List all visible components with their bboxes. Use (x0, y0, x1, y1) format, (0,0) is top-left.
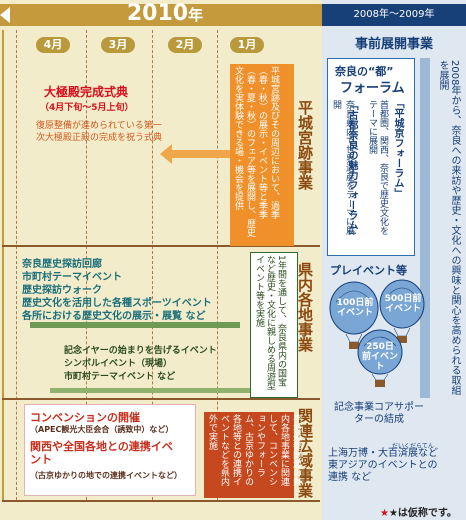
pre-period-header: 2008年〜2009年 (322, 4, 466, 26)
kennai-arrow (30, 322, 240, 328)
month-march: 3月 (101, 37, 135, 53)
expo-text: 上海万博・大百済展など東アジアのイベントとの連携 など (328, 448, 438, 483)
year-arrow-left (0, 7, 10, 23)
row-label-kanren: 関連広域事業 (296, 408, 314, 498)
expo-ruby: だいくだらてん (392, 443, 434, 450)
kennai-arrow-2 (50, 388, 250, 393)
year-title: 2010年 (100, 1, 230, 29)
kanren-box: 平城遷都関連の県内各地事業に関連して、コンベンションやフォーラム、古京ゆかりの各… (204, 412, 301, 498)
pre-event-title: プレイベント等 (330, 264, 407, 277)
pre-title: 事前展開事業 (354, 37, 433, 52)
forum-2-desc: 奈良県内で世界遺産をテーマに展開 (331, 100, 354, 235)
kennai-item-list: 奈良歴史探訪回廊 市町村テーマイベント 歴史探訪ウォーク 歴史文化を活用した各種… (22, 258, 212, 323)
forum-1-desc: 首都圏、関西、奈良で歴史文化をテーマに展開 (367, 100, 388, 235)
balloon-500: 500日前イベント (384, 294, 422, 314)
balloon-100: 100日前イベント (336, 298, 374, 318)
list-item: 市町村テーマイベント (22, 272, 122, 283)
pre-period-label: 2008年〜2009年 (353, 9, 435, 20)
row-label-kennai: 県内各地事業 (296, 262, 314, 352)
list-item: 記念イヤーの始まりを告げるイベント (64, 346, 217, 356)
kennai-box-text: 1年間を通して、奈良県内の国宝など歴史・文化に親しめる周遊型イベント等を実施 (254, 255, 286, 390)
link-event-title: 関西や全国各地との連携イベント (30, 440, 173, 466)
forum-1: 「平城京フォーラム」 (390, 98, 405, 248)
grid-line (86, 30, 87, 500)
kennai-item-list-2: 記念イヤーの始まりを告げるイベント シンボルイベント（現場） 市町村テーマイベン… (64, 345, 217, 384)
star-icon: ★ (380, 508, 389, 519)
list-item: 奈良歴史探訪回廊 (22, 259, 102, 270)
balloon-icon (379, 279, 425, 343)
year-band (0, 4, 322, 26)
forum-1-desc-wrap: 首都圏、関西、奈良で歴史文化をテーマに展開 (366, 100, 388, 250)
row-separator (2, 398, 320, 400)
month-february: 2月 (168, 37, 202, 53)
month-april: 4月 (36, 37, 70, 53)
list-item: シンボルイベント（現場） (64, 359, 173, 369)
forum-2-desc-wrap: 奈良県内で世界遺産をテーマに展開 (330, 100, 356, 250)
forum-2: 「古都奈良の魅力フォーラム」 (344, 100, 359, 250)
pre-side-text-wrap: 2008年から、奈良への来訪や歴史・文化への興味と関心を高められる取組を展開 (436, 60, 460, 400)
month-january: 1月 (230, 37, 264, 53)
year-number: 2010 (126, 1, 189, 26)
balloon-icon (357, 329, 403, 387)
row-label-heijo: 平城宮跡事業 (296, 100, 314, 190)
pre-side-text: 2008年から、奈良への来訪や歴史・文化への興味と関心を高められる取組を展開 (437, 60, 460, 396)
forum-small-label: 奈良の“都” (335, 65, 394, 78)
heijo-arrowhead (160, 144, 172, 164)
pre-forum-panel (327, 58, 415, 256)
balloon-250: 250日前イベント (362, 342, 399, 372)
year-suffix: 年 (188, 6, 204, 24)
row-separator (2, 500, 320, 502)
supporter-text: 記念事業コアサポーターの結成 (334, 402, 424, 425)
heijo-preview-box: 平城宮跡及びその周辺において、過季（春・秋）の展示・イベント等と季季（春・夏・秋… (230, 64, 294, 246)
ceremony-period: （4月下旬〜5月上旬） (40, 103, 134, 113)
list-item: 市町村テーマイベント など (64, 372, 176, 382)
grid-line (217, 30, 218, 500)
forum-2-title: 「古都奈良の魅力フォーラム」 (346, 100, 357, 240)
footnote-text: ★は仮称です。 (388, 508, 457, 519)
link-event-sub: （古京ゆかりの地での連携イベントなど） (30, 471, 182, 480)
row-separator (2, 245, 320, 247)
list-item: 各所における歴史文化の展示・展覧 など (22, 311, 206, 322)
kanren-box-text: 平城遷都関連の県内各地事業に関連して、コンベンションやフォーラム、古京ゆかりの各… (207, 414, 301, 486)
grid-line (152, 30, 153, 500)
convention-sub: （APEC観光大臣会合（誘致中）など） (30, 425, 174, 434)
list-item: 歴史文化を活用した各種スポーツイベント (22, 298, 212, 309)
kennai-box: 1年間を通して、奈良県内の国宝など歴史・文化に親しめる周遊型イベント等を実施 (250, 252, 298, 398)
heijo-arrow (172, 150, 230, 158)
footnote: ★★は仮称です。 (380, 504, 457, 519)
left-border (2, 30, 4, 500)
grid-line (16, 30, 17, 500)
convention-title: コンベンションの開催 (30, 411, 140, 424)
list-item: 歴史探訪ウォーク (22, 285, 102, 296)
balloon-icon (329, 281, 379, 349)
ceremony-title: 大極殿完成式典 (44, 85, 129, 99)
heijo-preview-text: 平城宮跡及びその周辺において、過季（春・秋）の展示・イベント等と季季（春・夏・秋… (233, 66, 279, 237)
forum-1-title: 「平城京フォーラム」 (392, 98, 403, 198)
balloons-illustration (329, 279, 425, 387)
ceremony-description: 復原整備が進められている第一次大極殿正殿の完成を祝う式典 (36, 121, 163, 143)
forum-big-label: フォーラム (340, 81, 405, 96)
pre-side-arrow (420, 58, 430, 398)
kanren-panel (24, 404, 196, 496)
